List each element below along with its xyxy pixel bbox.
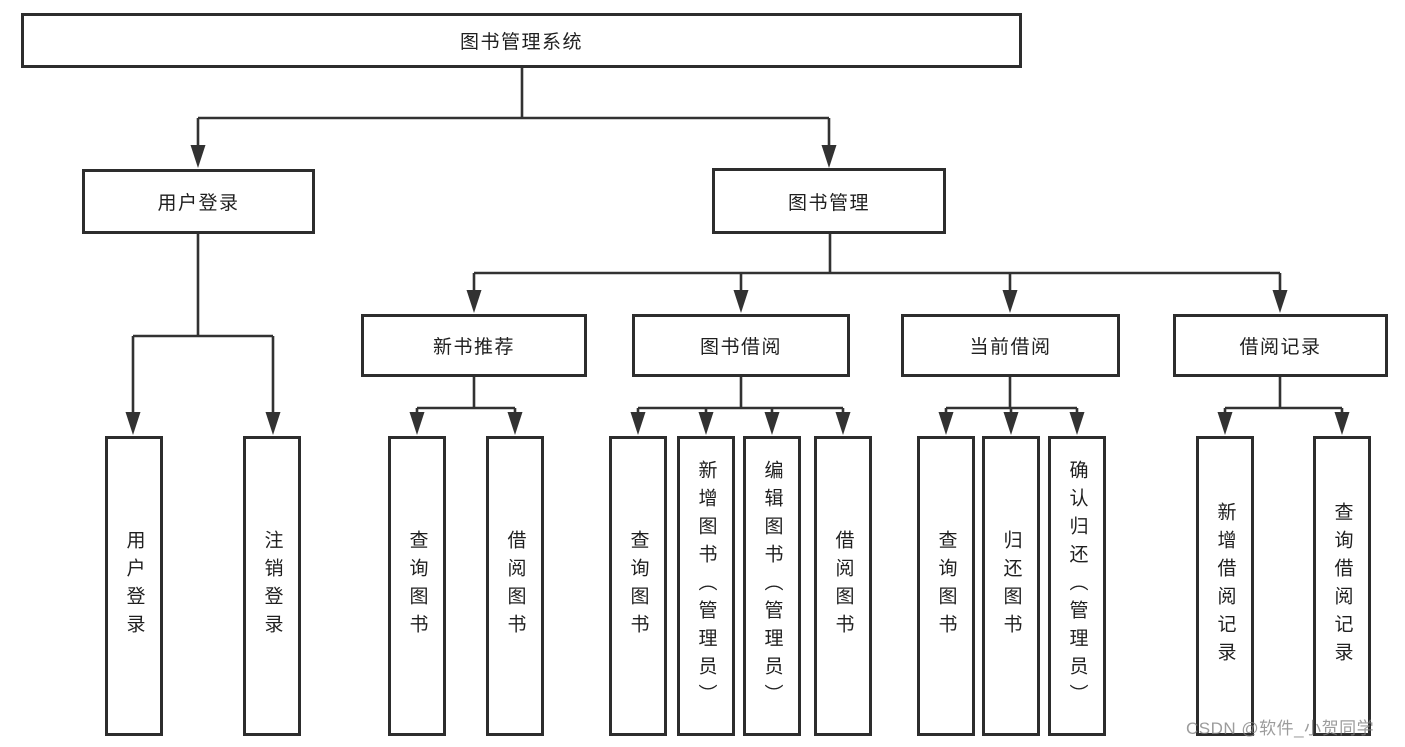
node-user-login: 用户登录 — [82, 169, 315, 234]
node-book-management: 图书管理 — [712, 168, 946, 234]
node-leaf-br-add-record-label: 新增借阅记录 — [1214, 502, 1236, 670]
node-leaf-logout: 注销登录 — [243, 436, 301, 736]
node-book-borrowing: 图书借阅 — [632, 314, 850, 377]
node-new-book-recommend-label: 新书推荐 — [432, 337, 515, 358]
node-leaf-user-login: 用户登录 — [105, 436, 163, 736]
node-leaf-bb-query-books: 查询图书 — [609, 436, 667, 736]
node-leaf-br-query-record-label: 查询借阅记录 — [1331, 502, 1353, 670]
node-leaf-logout-label: 注销登录 — [261, 530, 283, 642]
node-leaf-br-add-record: 新增借阅记录 — [1196, 436, 1254, 736]
node-leaf-rec-query-books: 查询图书 — [388, 436, 446, 736]
node-leaf-cb-return-books-label: 归还图书 — [1000, 530, 1022, 642]
csdn-watermark: CSDN @软件_小贺同学 — [1186, 719, 1375, 738]
node-leaf-bb-borrow-books: 借阅图书 — [814, 436, 872, 736]
node-leaf-bb-borrow-books-label: 借阅图书 — [832, 530, 854, 642]
connector-book-borrow-children — [636, 377, 845, 418]
connector-book-mgmt-children — [472, 234, 1282, 296]
node-leaf-bb-query-books-label: 查询图书 — [627, 530, 649, 642]
node-book-borrowing-label: 图书借阅 — [699, 337, 782, 358]
node-leaf-bb-add-books-label: 新增图书（管理员） — [695, 460, 717, 712]
connector-current-borrow-children — [944, 377, 1079, 418]
node-leaf-rec-query-books-label: 查询图书 — [406, 530, 428, 642]
node-leaf-cb-confirm-return-label: 确认归还（管理员） — [1066, 460, 1088, 712]
node-leaf-cb-confirm-return: 确认归还（管理员） — [1048, 436, 1106, 736]
node-root: 图书管理系统 — [21, 13, 1022, 68]
node-leaf-cb-return-books: 归还图书 — [982, 436, 1040, 736]
node-current-borrowing: 当前借阅 — [901, 314, 1120, 377]
node-leaf-cb-query-books-label: 查询图书 — [935, 530, 957, 642]
node-leaf-bb-add-books: 新增图书（管理员） — [677, 436, 735, 736]
node-leaf-rec-borrow-books: 借阅图书 — [486, 436, 544, 736]
node-borrowing-records-label: 借阅记录 — [1239, 337, 1322, 358]
node-leaf-user-login-label: 用户登录 — [123, 530, 145, 642]
node-leaf-bb-edit-books-label: 编辑图书（管理员） — [761, 460, 783, 712]
connector-root-children — [196, 68, 831, 150]
node-current-borrowing-label: 当前借阅 — [969, 337, 1052, 358]
node-leaf-bb-edit-books: 编辑图书（管理员） — [743, 436, 801, 736]
connector-new-book-rec-children — [415, 377, 517, 418]
node-book-management-label: 图书管理 — [787, 192, 870, 214]
arrowheads — [125, 145, 1350, 435]
connector-borrow-records-children — [1223, 377, 1344, 418]
node-user-login-label: 用户登录 — [157, 193, 240, 214]
node-leaf-br-query-record: 查询借阅记录 — [1313, 436, 1371, 736]
node-leaf-cb-query-books: 查询图书 — [917, 436, 975, 736]
node-root-label: 图书管理系统 — [459, 32, 583, 53]
connector-user-login-children — [131, 234, 275, 418]
node-leaf-rec-borrow-books-label: 借阅图书 — [504, 530, 526, 642]
node-new-book-recommend: 新书推荐 — [361, 314, 587, 377]
node-borrowing-records: 借阅记录 — [1173, 314, 1388, 377]
